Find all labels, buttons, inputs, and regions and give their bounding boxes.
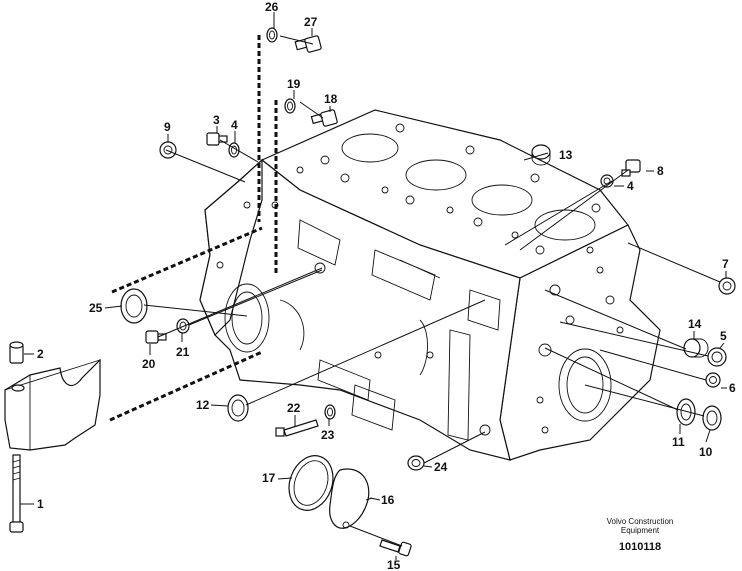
drawing-number: 1010118 — [619, 541, 661, 553]
part-13-expansion-plug — [531, 144, 551, 166]
part-15-bolt — [379, 539, 412, 557]
callout-3: 3 — [213, 113, 220, 127]
callout-14: 14 — [688, 317, 702, 331]
callout-26: 26 — [265, 0, 279, 14]
part-11-seal-ring — [676, 398, 696, 426]
callout-17: 17 — [262, 471, 276, 485]
part-6-threaded-plug — [705, 372, 721, 388]
callout-11: 11 — [672, 435, 685, 449]
callout-12: 12 — [196, 398, 210, 412]
part-8-plug-bolt — [621, 159, 641, 177]
callout-6: 6 — [729, 381, 736, 395]
part-23-washer — [324, 404, 336, 420]
part-12-seal-ring — [227, 394, 249, 422]
callout-21: 21 — [176, 345, 190, 359]
callout-16: 16 — [381, 493, 395, 507]
callout-10: 10 — [699, 445, 713, 459]
part-3-plug-bolt — [206, 132, 228, 146]
callout-15: 15 — [387, 558, 401, 571]
part-5-threaded-plug — [707, 347, 727, 367]
callout-23: 23 — [321, 428, 335, 442]
callout-19: 19 — [287, 77, 301, 91]
part-25-crankshaft-seal — [120, 288, 148, 324]
part-9-plug — [159, 141, 177, 159]
callout-18: 18 — [324, 92, 338, 106]
part-14-expansion-plug — [683, 338, 709, 358]
callout-4-upper: 4 — [231, 118, 238, 132]
callout-22: 22 — [287, 401, 301, 415]
part-27-plug-bolt — [294, 35, 322, 53]
footer-brand-line2: Equipment — [621, 526, 660, 535]
callout-27: 27 — [304, 15, 318, 29]
callout-7: 7 — [722, 257, 729, 271]
leader-lines — [143, 35, 721, 547]
callout-ticks — [20, 12, 727, 560]
callout-2: 2 — [37, 347, 44, 361]
part-26-sealing-washer — [266, 27, 278, 43]
part-1-main-bearing-bolt — [9, 454, 24, 533]
callout-1: 1 — [37, 497, 44, 511]
part-7-plug — [718, 277, 736, 295]
callout-numbers: 26 27 19 18 9 3 4 13 8 4 7 14 5 6 11 10 … — [37, 0, 736, 571]
footer-brand-line1: Volvo Construction — [607, 517, 674, 526]
part-17-gasket-ring — [288, 455, 334, 511]
callout-8: 8 — [657, 164, 664, 178]
callout-4-right: 4 — [627, 179, 634, 193]
part-bearing-cap — [4, 358, 101, 451]
part-10-seal-ring — [702, 405, 722, 431]
part-2-dowel-pin — [9, 341, 24, 364]
part-22-bolt — [275, 419, 319, 437]
part-24-sealing-washer — [407, 455, 425, 471]
callout-20: 20 — [142, 357, 156, 371]
engine-block — [199, 109, 661, 461]
callout-5: 5 — [720, 329, 727, 343]
part-16-cover-plate — [329, 468, 370, 529]
callout-9: 9 — [164, 120, 171, 134]
footer: Volvo Construction Equipment 1010118 — [607, 517, 674, 553]
callout-13: 13 — [559, 148, 573, 162]
part-20-plug-bolt — [145, 330, 167, 344]
callout-25: 25 — [89, 301, 103, 315]
part-19-sealing-washer — [284, 98, 296, 114]
part-18-plug-bolt — [310, 109, 338, 127]
dashed-connection-lines — [109, 35, 278, 422]
callout-24: 24 — [434, 460, 448, 474]
